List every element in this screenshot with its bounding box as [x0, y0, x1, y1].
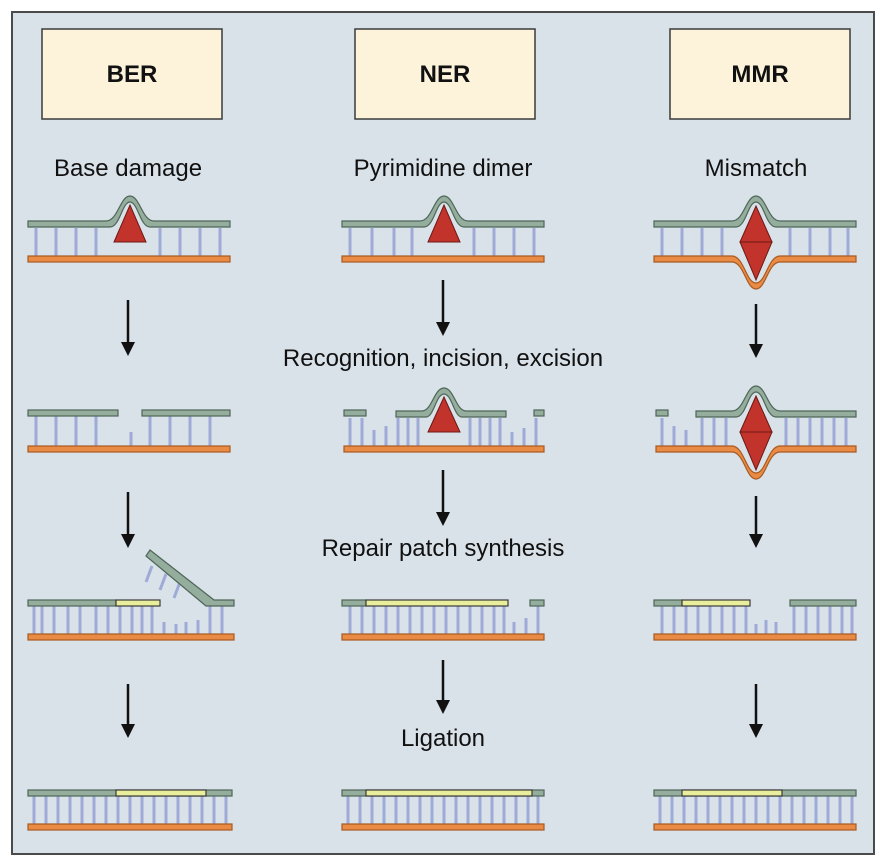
ner-dna-ligated: [341, 789, 545, 831]
label-base-damage: Base damage: [54, 155, 202, 182]
ber-dna-ligated: [27, 789, 233, 831]
complementary-strand: [27, 823, 233, 831]
header-text-ner: NER: [420, 61, 471, 88]
label-mismatch: Mismatch: [705, 155, 808, 182]
base-pair-rungs: [660, 228, 850, 256]
header-box-ner: [354, 28, 536, 120]
ner-dna-damaged: [341, 195, 545, 263]
arrow-down-icon: [121, 684, 135, 738]
repair-patch: [681, 789, 783, 797]
template-strand-right-stub: [529, 599, 545, 607]
mismatch-lower-marker: [739, 431, 773, 472]
step-label-ligation: Ligation: [401, 725, 485, 752]
base-pair-rungs: [34, 228, 222, 256]
base-pair-rungs: [348, 418, 538, 446]
template-strand-bulged: [27, 195, 231, 228]
arrow-down-icon: [749, 496, 763, 548]
ner-dna-excised: [343, 387, 545, 453]
arrow-down-icon: [436, 280, 450, 336]
template-strand-left: [27, 409, 119, 417]
template-strand-bulged: [653, 195, 857, 228]
complementary-strand: [341, 823, 545, 831]
arrow-down-icon: [436, 470, 450, 526]
ner-dna-patch-synthesis: [341, 599, 545, 641]
complementary-strand: [653, 633, 857, 641]
complementary-strand: [341, 255, 545, 263]
base-pair-rungs: [346, 796, 540, 824]
mmr-dna-excised: [655, 385, 857, 480]
template-strand-left-stub: [343, 409, 367, 417]
complementary-strand-bulged: [653, 255, 857, 290]
ber-dna-patch-synthesis: [27, 549, 235, 641]
base-pair-rungs: [348, 228, 536, 256]
arrow-down-icon: [121, 492, 135, 548]
base-pair-rungs: [660, 606, 854, 634]
base-pair-rungs: [34, 416, 212, 446]
arrow-down-icon: [121, 300, 135, 356]
base-pair-rungs: [660, 418, 848, 446]
mmr-dna-mismatch: [653, 195, 857, 290]
template-strand-right-stub: [533, 409, 545, 417]
base-pair-rungs: [32, 606, 224, 634]
pyrimidine-dimer-marker: [427, 203, 461, 243]
repair-patch: [115, 789, 207, 797]
base-pair-rungs: [658, 796, 854, 824]
excised-oligonucleotide: [395, 387, 507, 418]
step-label-recognition: Recognition, incision, excision: [283, 345, 603, 372]
template-strand-bulged: [695, 385, 857, 418]
header-text-mmr: MMR: [731, 61, 788, 88]
base-pair-rungs: [32, 796, 228, 824]
template-strand-left: [653, 599, 683, 607]
complementary-strand: [27, 633, 235, 641]
pyrimidine-dimer-marker: [427, 395, 461, 433]
complementary-strand: [343, 445, 545, 453]
complementary-strand: [27, 445, 231, 453]
displaced-flap-rungs: [144, 565, 182, 599]
header-text-ber: BER: [107, 61, 158, 88]
header-ner: NER: [354, 28, 536, 120]
mmr-dna-patch-synthesis: [653, 599, 857, 641]
repair-patch: [115, 599, 161, 607]
displaced-strand-flap: [145, 549, 235, 607]
template-strand-right: [141, 409, 231, 417]
ber-dna-incised: [27, 409, 231, 453]
arrow-down-icon: [749, 304, 763, 358]
header-box-ber: [41, 28, 223, 120]
mmr-dna-ligated: [653, 789, 857, 831]
repair-patch: [365, 599, 509, 607]
mismatch-lower-marker: [739, 241, 773, 282]
complementary-strand-bulged: [655, 445, 857, 480]
template-strand-left: [341, 599, 367, 607]
header-ber: BER: [41, 28, 223, 120]
template-strand-left: [27, 599, 117, 607]
complementary-strand: [653, 823, 857, 831]
ber-dna-damaged: [27, 195, 231, 263]
step-label-synthesis: Repair patch synthesis: [322, 535, 565, 562]
header-mmr: MMR: [669, 28, 851, 120]
arrow-down-icon: [749, 684, 763, 738]
template-strand-bulged: [341, 195, 545, 228]
complementary-strand: [27, 255, 231, 263]
repair-patch: [365, 789, 533, 797]
repair-patch: [681, 599, 751, 607]
complementary-strand: [341, 633, 545, 641]
template-strand-right: [789, 599, 857, 607]
base-pair-rungs: [348, 606, 540, 634]
damaged-base-marker: [113, 203, 147, 243]
label-pyrimidine-dimer: Pyrimidine dimer: [354, 155, 533, 182]
arrow-down-icon: [436, 660, 450, 714]
template-strand-left-stub: [655, 409, 669, 417]
header-box-mmr: [669, 28, 851, 120]
